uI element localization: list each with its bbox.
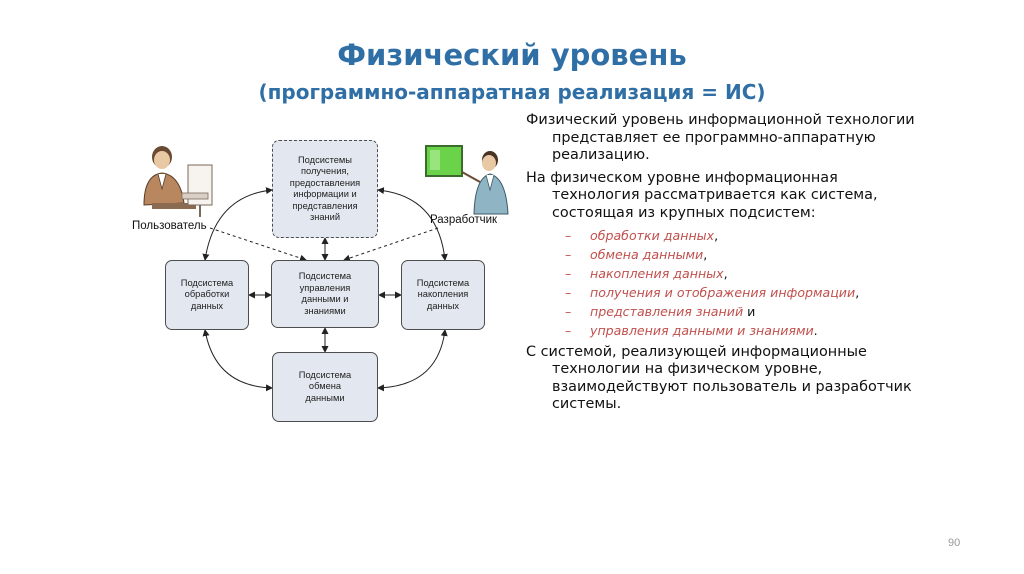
slide-subtitle: (программно-аппаратная реализация = ИС) [258,80,766,104]
user-at-computer-icon [143,146,213,217]
list-item: –обработки данных, [565,227,719,243]
link-accumulation-exchange [377,329,448,392]
list-item: –накопления данных, [565,265,728,281]
paragraph-2: На физическом уровне информационная техн… [526,169,878,221]
list-item: –управления данными и знаниями. [565,322,818,338]
list-item: –представления знаний и [565,303,756,319]
box-processing: Подсистема обработки данных [165,260,249,330]
link-developer-management [343,227,439,262]
subsystems-diagram: Подсистемы получения, предоставления инф… [120,130,520,430]
link-processing-exchange [202,329,273,392]
box-acquisition: Подсистемы получения, предоставления инф… [272,140,378,238]
box-accumulation: Подсистема накопления данных [401,260,485,330]
box-management: Подсистема управления данными и знаниями [271,260,379,328]
developer-at-board-icon [425,145,509,215]
box-exchange: Подсистема обмена данными [272,352,378,422]
page-number: 90 [948,537,961,549]
link-acquisition-accumulation [377,187,448,261]
slide-title: Физический уровень [337,38,687,72]
link-user-management [209,227,307,262]
link-acquisition-processing [202,187,273,261]
user-label: Пользователь [132,220,207,232]
diagram-connectors [202,187,448,392]
list-item: –обмена данными, [565,246,708,262]
list-item: –получения и отображения информации, [565,284,860,300]
developer-label: Разработчик [430,214,498,226]
paragraph-1: Физический уровень информационной технол… [526,112,915,164]
paragraph-3: С системой, реализующей информационные т… [526,343,912,413]
slide-text: Физический уровень информационной технол… [526,112,926,419]
subsystem-list: –обработки данных, –обмена данными, –нак… [526,228,926,339]
